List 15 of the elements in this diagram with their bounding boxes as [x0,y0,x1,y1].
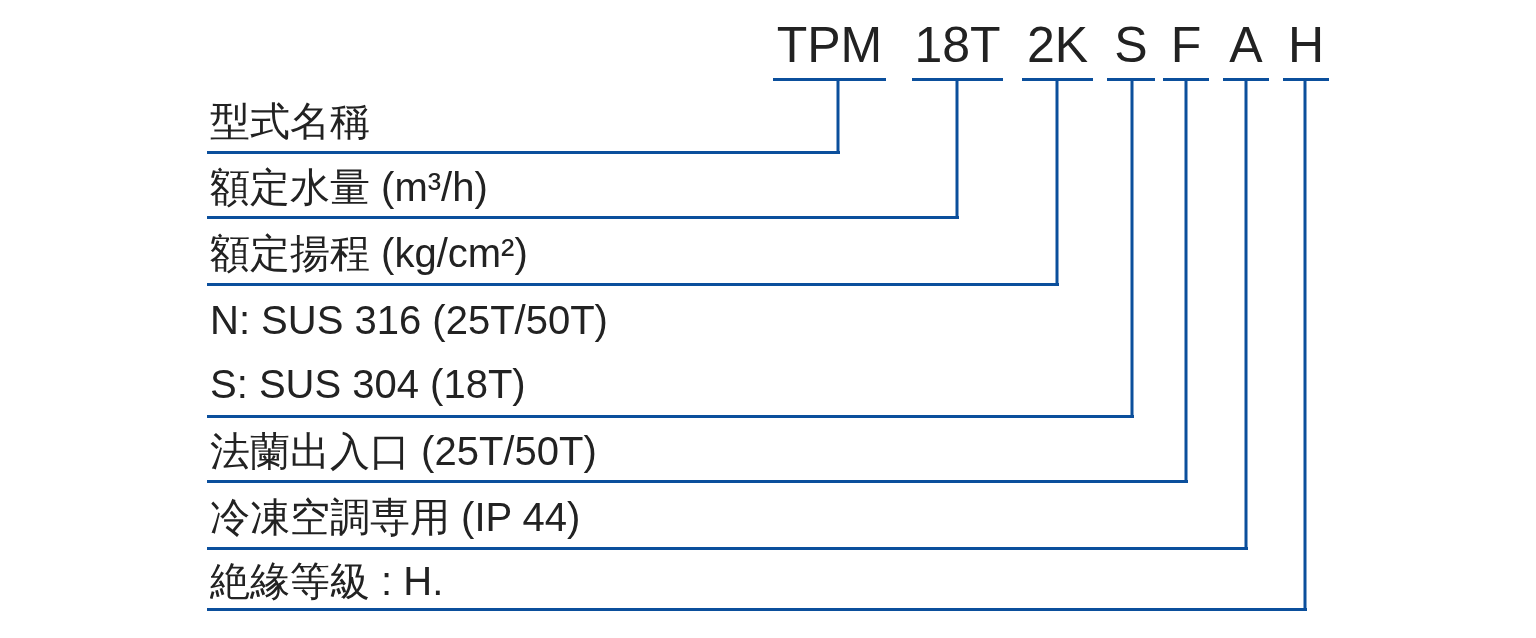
description-text: 絶緣等級 : H. [210,557,444,605]
description-text: 法蘭出入口 (25T/50T) [210,427,597,475]
code-text: S [1114,20,1148,70]
description-text: 額定水量 (m³/h) [210,163,488,211]
description-text: 型式名稱 [210,98,370,145]
description-text: S: SUS 304 (18T) [210,361,526,409]
code-text: H [1287,20,1325,70]
description-text: 額定揚程 (kg/cm²) [210,229,528,277]
code-text: A [1229,20,1263,70]
code-text: TPM [776,20,883,70]
code-text: F [1170,20,1202,70]
code-text: 18T [914,20,1001,70]
code-text: 2K [1026,20,1089,70]
description-text: 冷凍空調専用 (IP 44) [210,493,581,541]
description-text: N: SUS 316 (25T/50T) [210,296,608,344]
